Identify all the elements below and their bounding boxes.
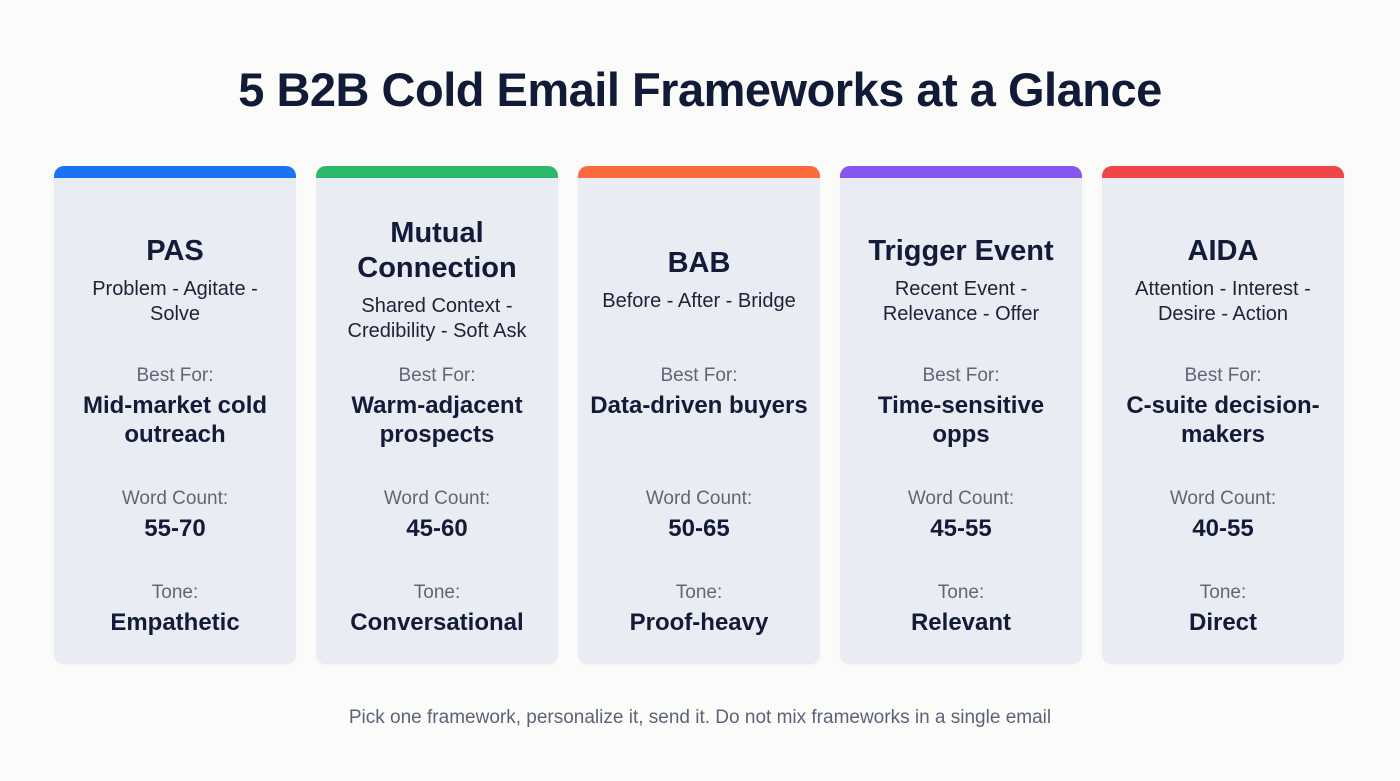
word-count-label: Word Count: xyxy=(121,488,229,509)
best-for-label: Best For: xyxy=(660,365,738,386)
framework-cards: PAS Problem - Agitate - Solve Best For: … xyxy=(54,166,1344,664)
best-for-label: Best For: xyxy=(1184,365,1262,386)
word-count-label: Word Count: xyxy=(1169,488,1277,509)
framework-card-trigger-event: Trigger Event Recent Event - Relevance -… xyxy=(840,166,1082,664)
tone-value: Relevant xyxy=(910,609,1012,636)
page-title: 5 B2B Cold Email Frameworks at a Glance xyxy=(238,63,1162,116)
framework-steps: Before - After - Bridge xyxy=(602,290,796,312)
word-count-value: 45-60 xyxy=(406,515,468,542)
best-for-label: Best For: xyxy=(136,365,214,386)
word-count-label: Word Count: xyxy=(383,488,491,509)
word-count-value: 55-70 xyxy=(144,515,206,542)
best-for-value: Warm-adjacent prospects xyxy=(351,392,523,448)
tone-value: Direct xyxy=(1188,609,1258,636)
word-count-value: 50-65 xyxy=(668,515,730,542)
framework-steps: Recent Event - Relevance - Offer xyxy=(882,277,1040,325)
framework-name: BAB xyxy=(667,247,731,279)
best-for-label: Best For: xyxy=(922,365,1000,386)
tone-label: Tone: xyxy=(151,582,199,603)
word-count-value: 40-55 xyxy=(1192,515,1254,542)
framework-steps: Shared Context - Credibility - Soft Ask xyxy=(347,295,527,342)
accent-bar xyxy=(1102,166,1344,178)
best-for-value: Time-sensitive opps xyxy=(877,392,1045,448)
tone-value: Proof-heavy xyxy=(629,609,769,636)
framework-name: Trigger Event xyxy=(868,234,1054,267)
footer-note: Pick one framework, personalize it, send… xyxy=(348,707,1052,728)
framework-name: AIDA xyxy=(1187,234,1259,267)
accent-bar xyxy=(316,166,558,178)
best-for-value: Data-driven buyers xyxy=(590,392,808,419)
accent-bar xyxy=(840,166,1082,178)
framework-card-mutual-connection: Mutual Connection Shared Context - Credi… xyxy=(316,166,558,664)
framework-card-aida: AIDA Attention - Interest - Desire - Act… xyxy=(1102,166,1344,664)
tone-value: Empathetic xyxy=(110,609,240,636)
best-for-label: Best For: xyxy=(398,365,476,386)
word-count-label: Word Count: xyxy=(907,488,1015,509)
tone-label: Tone: xyxy=(937,582,985,603)
framework-card-pas: PAS Problem - Agitate - Solve Best For: … xyxy=(54,166,296,664)
framework-name: Mutual Connection xyxy=(357,217,517,284)
tone-value: Conversational xyxy=(350,609,524,636)
word-count-value: 45-55 xyxy=(930,515,992,542)
framework-steps: Attention - Interest - Desire - Action xyxy=(1135,277,1311,325)
tone-label: Tone: xyxy=(1199,582,1247,603)
best-for-value: C-suite decision-makers xyxy=(1126,392,1320,448)
framework-card-bab: BAB Before - After - Bridge Best For: Da… xyxy=(578,166,820,664)
tone-label: Tone: xyxy=(675,582,723,603)
accent-bar xyxy=(54,166,296,178)
best-for-value: Mid-market cold outreach xyxy=(82,392,268,448)
tone-label: Tone: xyxy=(413,582,461,603)
accent-bar xyxy=(578,166,820,178)
framework-name: PAS xyxy=(146,234,204,267)
word-count-label: Word Count: xyxy=(645,488,753,509)
framework-steps: Problem - Agitate - Solve xyxy=(92,277,258,325)
